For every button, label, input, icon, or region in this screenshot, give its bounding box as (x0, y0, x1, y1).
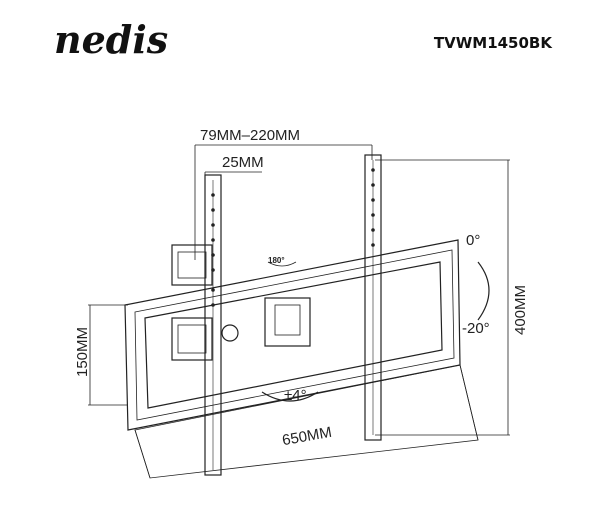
dimension-lines (88, 144, 510, 479)
right-vertical-arm (364, 154, 382, 441)
tilt-arc (477, 261, 490, 321)
arm-holes (211, 168, 375, 307)
upper-bracket (171, 244, 213, 286)
vesa-horizontal-label: 79MM–220MM (200, 127, 301, 144)
rotation-arc (261, 391, 319, 402)
swivel-angle-label: 180° (268, 256, 285, 265)
left-vertical-arm (204, 174, 222, 476)
swivel-arc (267, 261, 297, 267)
vertical-height-label: 400MM (512, 284, 529, 335)
logo-graphic: nedis (54, 17, 168, 62)
svg-text:nedis: nedis (54, 18, 168, 62)
lower-plate (134, 364, 479, 479)
model-number: TVWM1450BK (433, 34, 552, 52)
rotation-angle-label: ±4° (284, 387, 307, 404)
left-height-label: 150MM (74, 326, 91, 377)
arm-width-label: 25MM (222, 154, 264, 171)
lower-bracket (171, 317, 213, 361)
nedis-logo: nedis nedis (50, 17, 200, 68)
tilt-bottom-angle-label: -20° (462, 320, 490, 337)
tilt-top-angle-label: 0° (466, 232, 481, 249)
center-plate (221, 297, 311, 347)
